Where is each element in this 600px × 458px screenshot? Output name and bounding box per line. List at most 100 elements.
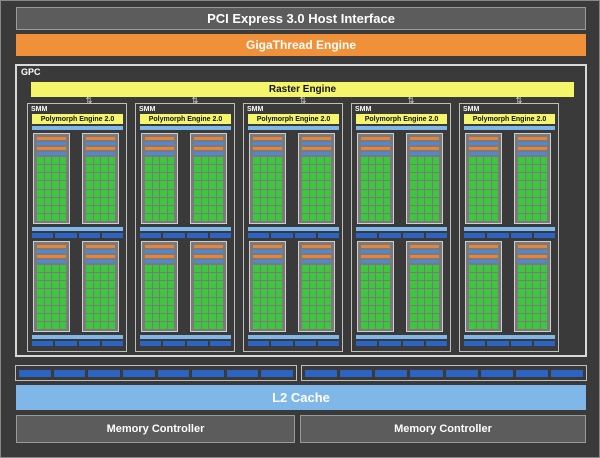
cuda-core	[525, 213, 532, 221]
cuda-core	[52, 157, 59, 165]
cuda-core	[410, 157, 417, 165]
cuda-core	[361, 165, 368, 173]
cuda-core	[540, 313, 547, 321]
cuda-core	[216, 297, 223, 305]
cuda-core	[160, 313, 167, 321]
pci-express-host-interface: PCI Express 3.0 Host Interface	[16, 7, 586, 30]
cuda-core-block	[406, 241, 443, 332]
texture-unit	[55, 341, 77, 346]
cuda-core	[167, 265, 174, 273]
cuda-core	[108, 297, 115, 305]
cuda-core	[432, 313, 439, 321]
cuda-core-grid	[518, 157, 547, 221]
cuda-core	[108, 157, 115, 165]
cuda-core	[518, 273, 525, 281]
cuda-core	[145, 165, 152, 173]
cuda-core	[417, 297, 424, 305]
cuda-core	[59, 289, 66, 297]
cuda-core	[368, 281, 375, 289]
cuda-core	[317, 313, 324, 321]
warp-scheduler	[469, 245, 498, 248]
register-file	[361, 255, 390, 258]
cuda-core	[268, 321, 275, 329]
cuda-core	[44, 313, 51, 321]
cuda-core	[324, 305, 331, 313]
cuda-core	[268, 281, 275, 289]
cuda-core	[216, 197, 223, 205]
cuda-core-block	[406, 133, 443, 224]
cuda-core	[194, 305, 201, 313]
cuda-core	[425, 313, 432, 321]
cuda-core	[540, 197, 547, 205]
cuda-core	[410, 213, 417, 221]
cuda-core	[484, 281, 491, 289]
cuda-core	[52, 189, 59, 197]
cuda-core	[317, 273, 324, 281]
cuda-core	[86, 321, 93, 329]
cuda-core-block	[514, 241, 551, 332]
cuda-core	[417, 305, 424, 313]
cuda-core	[476, 281, 483, 289]
l2-slice	[226, 369, 259, 377]
cuda-core	[93, 165, 100, 173]
cuda-core	[476, 173, 483, 181]
cuda-core	[209, 205, 216, 213]
l2-slice	[480, 369, 513, 377]
cuda-core	[86, 281, 93, 289]
cuda-core	[324, 281, 331, 289]
cuda-core	[44, 265, 51, 273]
dispatch-unit	[361, 142, 390, 145]
texture-unit	[32, 341, 54, 346]
cuda-core	[376, 297, 383, 305]
cuda-core	[52, 173, 59, 181]
cuda-core	[260, 213, 267, 221]
cuda-core-block	[298, 133, 335, 224]
cuda-core-block	[141, 133, 178, 224]
cuda-core	[425, 273, 432, 281]
cuda-core	[410, 181, 417, 189]
cuda-core	[469, 213, 476, 221]
cuda-core	[260, 181, 267, 189]
cuda-core	[525, 273, 532, 281]
ld-st-unit	[410, 152, 439, 155]
cuda-core	[260, 281, 267, 289]
texture-unit	[101, 341, 123, 346]
cuda-core	[533, 297, 540, 305]
cuda-core	[376, 265, 383, 273]
cuda-core	[302, 281, 309, 289]
cuda-core	[302, 321, 309, 329]
cuda-core	[368, 289, 375, 297]
cuda-core	[194, 205, 201, 213]
cuda-core-grid	[253, 265, 282, 329]
register-file	[145, 255, 174, 258]
cuda-core	[533, 273, 540, 281]
cuda-core	[160, 321, 167, 329]
cuda-core	[160, 189, 167, 197]
cuda-core	[101, 321, 108, 329]
cuda-core	[145, 173, 152, 181]
cuda-core	[476, 165, 483, 173]
texture-unit-row	[356, 341, 447, 346]
polymorph-engine: Polymorph Engine 2.0	[356, 114, 447, 124]
cuda-core	[145, 273, 152, 281]
texture-unit	[510, 341, 532, 346]
cuda-core	[167, 321, 174, 329]
l2-slice	[305, 369, 338, 377]
cuda-core	[376, 273, 383, 281]
cuda-core	[145, 197, 152, 205]
texture-unit-row	[248, 233, 339, 238]
cuda-core	[309, 181, 316, 189]
register-file	[145, 147, 174, 150]
cuda-core	[93, 189, 100, 197]
cuda-core	[209, 321, 216, 329]
cuda-core	[201, 313, 208, 321]
cuda-core-grid	[86, 265, 115, 329]
l2-slice	[375, 369, 408, 377]
texture-unit	[78, 341, 100, 346]
cuda-core	[309, 265, 316, 273]
cuda-core	[160, 273, 167, 281]
cuda-core	[108, 321, 115, 329]
cuda-core	[417, 281, 424, 289]
cuda-core	[160, 281, 167, 289]
